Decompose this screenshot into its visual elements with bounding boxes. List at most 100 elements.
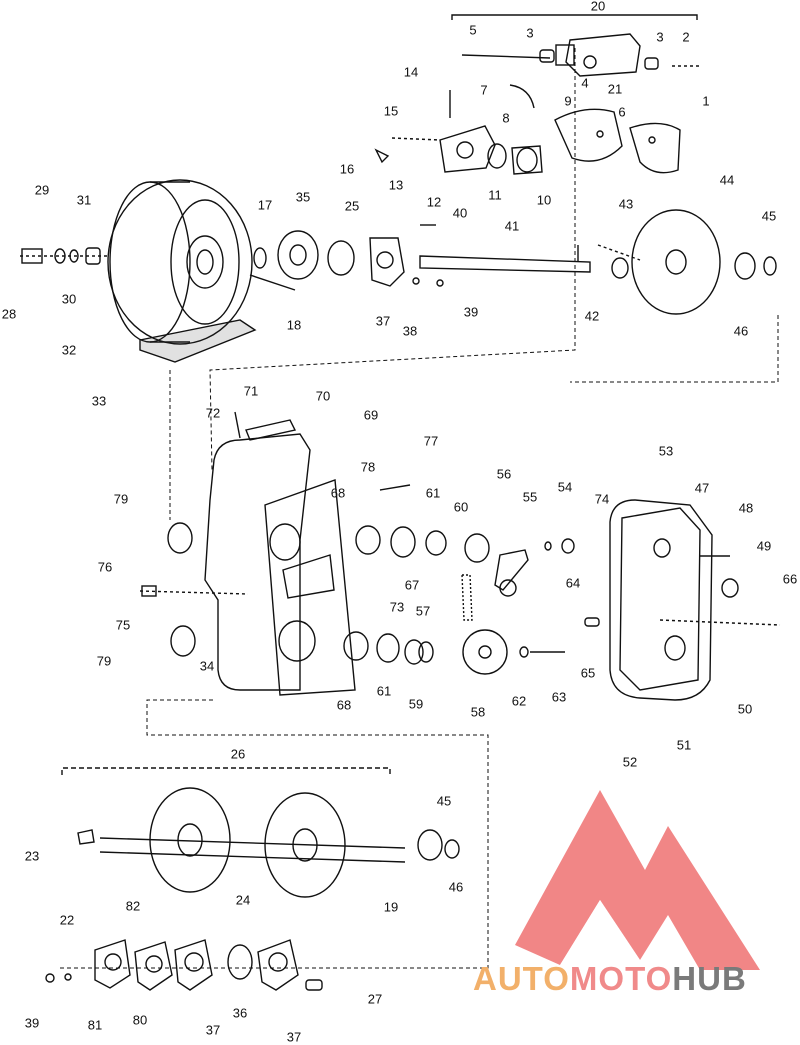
part-number-label: 1 bbox=[702, 93, 710, 109]
part-number-label: 79 bbox=[96, 653, 112, 669]
part-number-label: 9 bbox=[564, 93, 572, 109]
part-number-label: 44 bbox=[719, 172, 735, 188]
part-number-label: 2 bbox=[682, 29, 690, 45]
part-number-label: 4 bbox=[581, 75, 589, 91]
watermark-logo-mark bbox=[515, 790, 760, 970]
drive-shaft-assembly bbox=[77, 787, 460, 898]
part-number-label: 77 bbox=[423, 433, 439, 449]
part-number-label: 33 bbox=[91, 393, 107, 409]
part-number-label: 72 bbox=[205, 405, 221, 421]
watermark-logo-text: AUTOMOTOHUB bbox=[473, 962, 747, 995]
part-number-label: 20 bbox=[590, 0, 606, 14]
part-number-label: 51 bbox=[676, 737, 692, 753]
part-number-label: 70 bbox=[315, 388, 331, 404]
part-number-label: 75 bbox=[115, 617, 131, 633]
part-number-label: 21 bbox=[607, 81, 623, 97]
part-number-label: 35 bbox=[295, 189, 311, 205]
part-number-label: 15 bbox=[383, 103, 399, 119]
part-number-label: 56 bbox=[496, 466, 512, 482]
part-number-label: 74 bbox=[594, 491, 610, 507]
jackshaft-row bbox=[249, 209, 777, 315]
part-number-label: 73 bbox=[389, 599, 405, 615]
part-number-label: 29 bbox=[34, 182, 50, 198]
part-number-label: 67 bbox=[404, 577, 420, 593]
part-number-label: 59 bbox=[408, 696, 424, 712]
part-number-label: 16 bbox=[339, 161, 355, 177]
part-number-label: 61 bbox=[376, 683, 392, 699]
part-number-label: 30 bbox=[61, 291, 77, 307]
driven-pulley bbox=[20, 179, 257, 363]
shifter-assembly bbox=[374, 33, 700, 175]
part-number-label: 53 bbox=[658, 443, 674, 459]
part-number-label: 48 bbox=[738, 500, 754, 516]
logo-hub: HUB bbox=[672, 960, 747, 997]
part-number-label: 68 bbox=[330, 485, 346, 501]
part-number-label: 3 bbox=[656, 29, 664, 45]
part-number-label: 64 bbox=[565, 575, 581, 591]
part-number-label: 50 bbox=[737, 701, 753, 717]
part-number-label: 38 bbox=[402, 323, 418, 339]
part-number-label: 62 bbox=[511, 693, 527, 709]
gears-bearings bbox=[343, 484, 600, 675]
chaincase-cover bbox=[609, 499, 781, 701]
part-number-label: 11 bbox=[488, 187, 502, 203]
part-number-label: 5 bbox=[469, 22, 477, 38]
part-number-label: 10 bbox=[536, 192, 552, 208]
part-number-label: 82 bbox=[125, 898, 141, 914]
part-number-label: 41 bbox=[504, 218, 520, 234]
part-number-label: 58 bbox=[470, 704, 486, 720]
part-number-label: 45 bbox=[761, 208, 777, 224]
part-number-label: 80 bbox=[132, 1012, 148, 1028]
part-number-label: 39 bbox=[463, 304, 479, 320]
part-number-label: 34 bbox=[199, 658, 215, 674]
part-number-label: 18 bbox=[286, 317, 302, 333]
logo-auto: AUTO bbox=[473, 960, 570, 997]
group-bracket-20 bbox=[60, 14, 779, 969]
part-number-label: 47 bbox=[694, 480, 710, 496]
part-number-label: 23 bbox=[24, 848, 40, 864]
part-number-label: 61 bbox=[425, 485, 441, 501]
part-number-label: 63 bbox=[551, 689, 567, 705]
part-number-label: 49 bbox=[756, 538, 772, 554]
part-number-label: 25 bbox=[344, 198, 360, 214]
part-number-label: 78 bbox=[360, 459, 376, 475]
part-number-label: 8 bbox=[502, 110, 510, 126]
part-number-label: 39 bbox=[24, 1015, 40, 1031]
part-number-label: 57 bbox=[415, 603, 431, 619]
part-number-label: 12 bbox=[426, 194, 442, 210]
part-number-label: 60 bbox=[453, 499, 469, 515]
part-number-label: 36 bbox=[232, 1005, 248, 1021]
logo-moto: MOTO bbox=[569, 960, 673, 997]
part-number-label: 19 bbox=[383, 899, 399, 915]
part-number-label: 37 bbox=[286, 1029, 302, 1045]
part-number-label: 81 bbox=[87, 1017, 103, 1033]
part-number-label: 31 bbox=[76, 192, 92, 208]
part-number-label: 14 bbox=[403, 64, 419, 80]
part-number-label: 55 bbox=[522, 489, 538, 505]
part-number-label: 79 bbox=[113, 491, 129, 507]
part-number-label: 54 bbox=[557, 479, 573, 495]
part-number-label: 24 bbox=[235, 892, 251, 908]
part-number-label: 71 bbox=[243, 383, 259, 399]
part-number-label: 42 bbox=[584, 308, 600, 324]
part-number-label: 37 bbox=[205, 1022, 221, 1038]
part-number-label: 22 bbox=[59, 912, 75, 928]
part-number-label: 52 bbox=[622, 754, 638, 770]
part-number-label: 3 bbox=[526, 25, 534, 41]
part-number-label: 65 bbox=[580, 665, 596, 681]
part-number-label: 76 bbox=[97, 559, 113, 575]
part-number-label: 7 bbox=[480, 82, 488, 98]
part-number-label: 6 bbox=[618, 104, 626, 120]
part-number-label: 66 bbox=[782, 571, 798, 587]
part-number-label: 13 bbox=[388, 177, 404, 193]
part-number-label: 40 bbox=[452, 205, 468, 221]
part-number-label: 43 bbox=[618, 196, 634, 212]
part-number-label: 68 bbox=[336, 697, 352, 713]
part-number-label: 37 bbox=[375, 313, 391, 329]
part-number-label: 27 bbox=[367, 991, 383, 1007]
part-number-label: 17 bbox=[257, 197, 273, 213]
bearing-flanges bbox=[45, 939, 323, 991]
part-number-label: 46 bbox=[733, 323, 749, 339]
part-number-label: 26 bbox=[230, 746, 246, 762]
